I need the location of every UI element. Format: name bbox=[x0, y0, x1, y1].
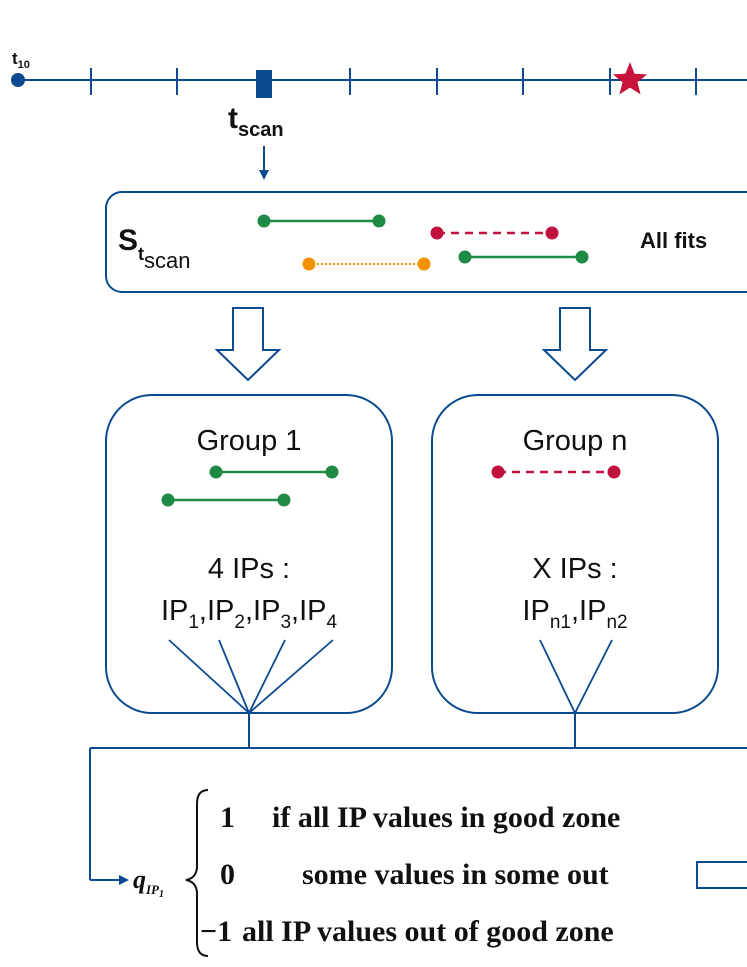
group-ip-count: X IPs : bbox=[532, 553, 617, 585]
formula-case-condition: some values in some out bbox=[302, 858, 609, 891]
fit-interval bbox=[257, 214, 386, 228]
group-box: Group 1 4 IPs : IP1,IP2,IP3,IP4 bbox=[105, 394, 393, 714]
group-ip-list: IPn1,IPn2 bbox=[522, 595, 627, 633]
connector-lines bbox=[89, 713, 747, 880]
timeline-ticks bbox=[90, 68, 697, 95]
scan-set-label: Stscan bbox=[118, 224, 191, 273]
formula-brace bbox=[185, 789, 209, 957]
scan-set-box: Stscan All fits bbox=[105, 191, 747, 293]
fit-interval bbox=[209, 465, 339, 479]
timeline: t10 tscan bbox=[11, 49, 747, 180]
formula-case-value: 1 bbox=[220, 801, 235, 834]
ip-fan-lines bbox=[168, 639, 334, 714]
group-title: Group 1 bbox=[197, 425, 302, 457]
formula-symbol: qIP1 bbox=[133, 865, 164, 900]
formula-case-condition: all IP values out of good zone bbox=[242, 915, 614, 948]
timeline-start-dot bbox=[11, 73, 25, 87]
scan-time-marker bbox=[256, 70, 272, 98]
down-arrow-icon bbox=[541, 307, 609, 382]
group-box: Group n X IPs : IPn1,IPn2 bbox=[431, 394, 719, 714]
formula-side-box bbox=[696, 861, 747, 889]
fit-interval bbox=[458, 250, 589, 264]
group-ip-list: IP1,IP2,IP3,IP4 bbox=[161, 595, 338, 633]
fit-interval bbox=[161, 493, 291, 507]
fits-text: All fits bbox=[640, 228, 707, 253]
group-ip-count: 4 IPs : bbox=[208, 553, 290, 585]
formula-case-value: 0 bbox=[220, 858, 235, 891]
down-arrow-icon bbox=[214, 307, 282, 382]
fit-interval bbox=[491, 465, 621, 479]
fit-interval bbox=[302, 257, 431, 271]
scan-time-label: tscan bbox=[228, 102, 284, 141]
formula-case-value: −1 bbox=[200, 915, 232, 948]
star-icon bbox=[612, 62, 648, 95]
ip-fan-lines bbox=[539, 639, 613, 714]
formula: qIP1 1 if all IP values in good zone 0 s… bbox=[133, 789, 620, 957]
group-title: Group n bbox=[523, 425, 628, 457]
timeline-start-label: t10 bbox=[12, 49, 30, 71]
fit-interval bbox=[430, 226, 559, 240]
formula-case-condition: if all IP values in good zone bbox=[272, 801, 620, 834]
